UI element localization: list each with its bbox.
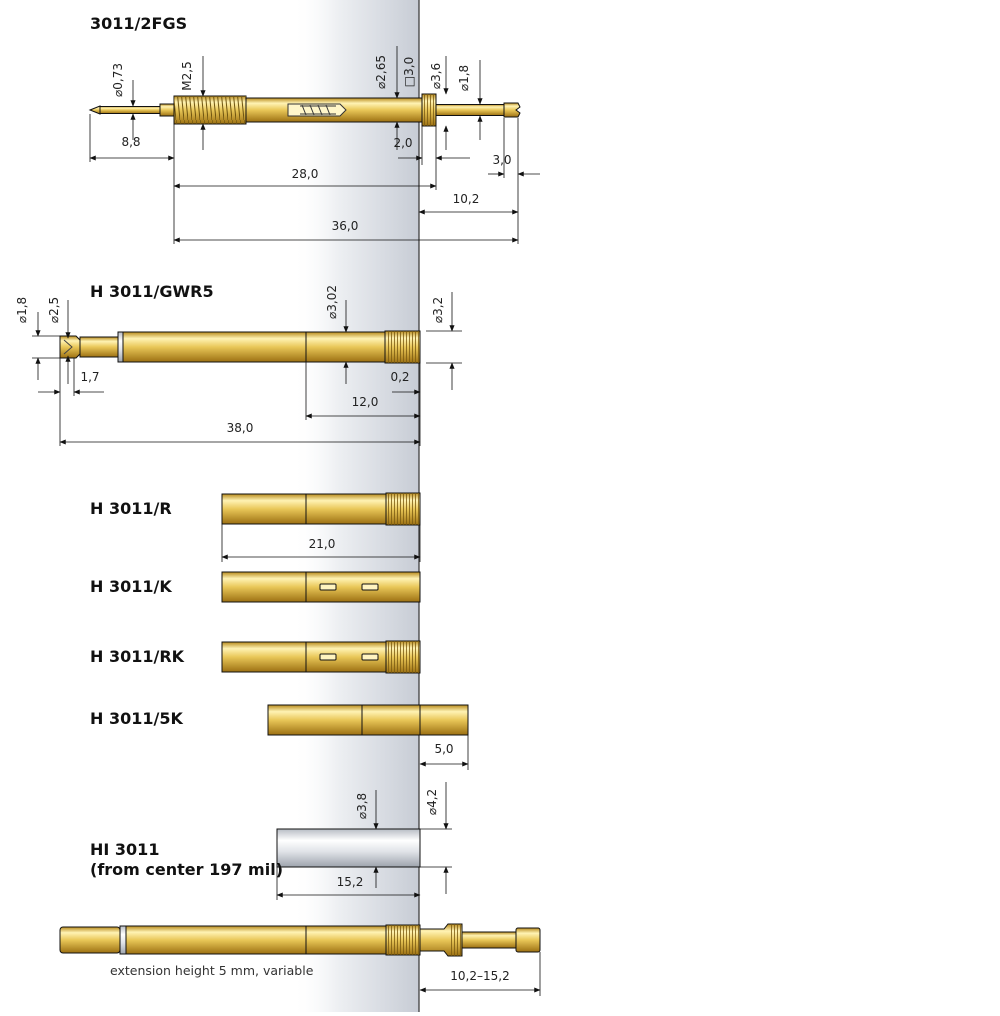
dim-10-2: 10,2 xyxy=(453,192,480,206)
part-h3011-k xyxy=(221,571,421,603)
dim-d2-5: ⌀2,5 xyxy=(47,297,61,323)
dim-texts-hi3011: 15,2 ⌀3,8 ⌀4,2 xyxy=(337,789,439,889)
label-h3011-rk: H 3011/RK xyxy=(90,647,185,666)
dim-sq3-0: □3,0 xyxy=(402,57,416,87)
label-hi3011-note: (from center 197 mil) xyxy=(90,860,284,879)
dim-d3-6: ⌀3,6 xyxy=(429,63,443,89)
dims-3011-2fgs xyxy=(89,46,540,244)
dim-36-0: 36,0 xyxy=(332,219,359,233)
dim-0-2: 0,2 xyxy=(390,370,409,384)
dims-hi3011 xyxy=(276,782,452,900)
dim-texts-h3011-gwr5: 38,0 12,0 1,7 0,2 ⌀1,8 ⌀2,5 ⌀3,02 ⌀3,2 xyxy=(15,285,445,435)
dim-28-0: 28,0 xyxy=(292,167,319,181)
part-h3011-5k xyxy=(267,704,469,736)
label-h3011-gwr5: H 3011/GWR5 xyxy=(90,282,214,301)
dim-d3-02: ⌀3,02 xyxy=(325,285,339,319)
dims-h3011-r xyxy=(221,524,421,562)
dim-38-0: 38,0 xyxy=(227,421,254,435)
dim-10-2-15-2: 10,2–15,2 xyxy=(450,969,509,983)
dim-d1-8: ⌀1,8 xyxy=(457,65,471,91)
dim-15-2: 15,2 xyxy=(337,875,364,889)
dim-d4-2: ⌀4,2 xyxy=(425,789,439,815)
dim-m2-5: M2,5 xyxy=(180,61,194,90)
label-hi3011: HI 3011 xyxy=(90,840,160,859)
part-h3011-rk xyxy=(221,640,421,674)
part-extension-assembly xyxy=(59,923,541,957)
part-hi3011 xyxy=(276,828,421,868)
dims-h3011-5k xyxy=(419,735,469,770)
part-3011-2fgs xyxy=(88,93,521,127)
label-h3011-r: H 3011/R xyxy=(90,499,172,518)
label-h3011-k: H 3011/K xyxy=(90,577,172,596)
label-h3011-5k: H 3011/5K xyxy=(90,709,183,728)
extension-caption: extension height 5 mm, variable xyxy=(110,963,314,978)
dim-d0-73: ⌀0,73 xyxy=(111,63,125,97)
dim-3-0: 3,0 xyxy=(492,153,511,167)
dim-12-0: 12,0 xyxy=(352,395,379,409)
dim-texts-3011-2fgs: 8,8 28,0 36,0 10,2 2,0 3,0 ⌀0,73 M2,5 ⌀2… xyxy=(111,55,512,233)
dim-d3-8: ⌀3,8 xyxy=(355,793,369,819)
dim-5-0: 5,0 xyxy=(434,742,453,756)
dim-d3-2: ⌀3,2 xyxy=(431,297,445,323)
label-3011-2fgs: 3011/2FGS xyxy=(90,14,188,33)
part-h3011-gwr5 xyxy=(59,330,421,364)
part-h3011-r xyxy=(221,492,421,526)
dim-1-7: 1,7 xyxy=(80,370,99,384)
dim-21-0: 21,0 xyxy=(309,537,336,551)
dim-2-0: 2,0 xyxy=(393,136,412,150)
dim-8-8: 8,8 xyxy=(121,135,140,149)
dims-extension-assembly xyxy=(419,952,541,996)
dim-d1-8: ⌀1,8 xyxy=(15,297,29,323)
dims-h3011-gwr5 xyxy=(32,292,462,446)
dim-d2-65: ⌀2,65 xyxy=(374,55,388,89)
